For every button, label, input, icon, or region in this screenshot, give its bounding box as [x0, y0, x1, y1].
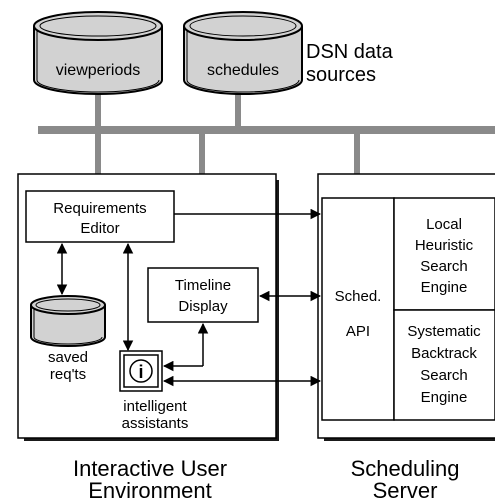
local-engine-line3: Search — [420, 258, 468, 275]
timeline-display-line2: Display — [178, 298, 228, 315]
info-icon: i — [119, 350, 163, 392]
local-engine-line1: Local — [426, 216, 462, 233]
saved-reqs-database: saved req'ts — [30, 295, 106, 383]
viewperiods-label: viewperiods — [56, 62, 140, 79]
sched-api-line1: Sched. — [335, 288, 382, 305]
requirements-editor: Requirements Editor — [25, 190, 175, 243]
saved-reqs-line1: saved — [48, 349, 88, 366]
requirements-editor-line1: Requirements — [53, 200, 146, 217]
systematic-engine-line1: Systematic — [407, 323, 481, 340]
server-caption-line1: Scheduling — [351, 456, 460, 481]
user-env-caption-line1: Interactive User — [73, 456, 227, 481]
server-caption-line2: Server — [373, 478, 438, 501]
intelligent-assistants-line2: assistants — [122, 415, 189, 432]
systematic-engine-line2: Backtrack — [411, 345, 477, 362]
dsn-label-line1: DSN data — [306, 41, 394, 63]
requirements-editor-line2: Editor — [80, 220, 119, 237]
dsn-label-line2: sources — [306, 64, 376, 86]
systematic-engine-line3: Search — [420, 367, 468, 384]
systematic-backtrack-engine: Systematic Backtrack Search Engine — [393, 309, 495, 421]
saved-reqs-line2: req'ts — [50, 366, 86, 383]
systematic-engine-line4: Engine — [421, 389, 468, 406]
viewperiods-database: viewperiods — [33, 11, 163, 95]
local-engine-line4: Engine — [421, 279, 468, 296]
connection-arrows — [56, 208, 322, 387]
timeline-display: Timeline Display — [147, 267, 259, 323]
local-heuristic-engine: Local Heuristic Search Engine — [393, 197, 495, 311]
timeline-display-line1: Timeline — [175, 277, 231, 294]
intelligent-assistants-line1: intelligent — [123, 398, 187, 415]
sched-api-line2: API — [346, 323, 370, 340]
info-icon-glyph: i — [138, 362, 143, 382]
sched-api: Sched. API — [321, 197, 395, 421]
user-env-caption-line2: Environment — [88, 478, 212, 501]
schedules-label: schedules — [207, 62, 279, 79]
schedules-database: schedules — [183, 11, 303, 95]
local-engine-line2: Heuristic — [415, 237, 474, 254]
